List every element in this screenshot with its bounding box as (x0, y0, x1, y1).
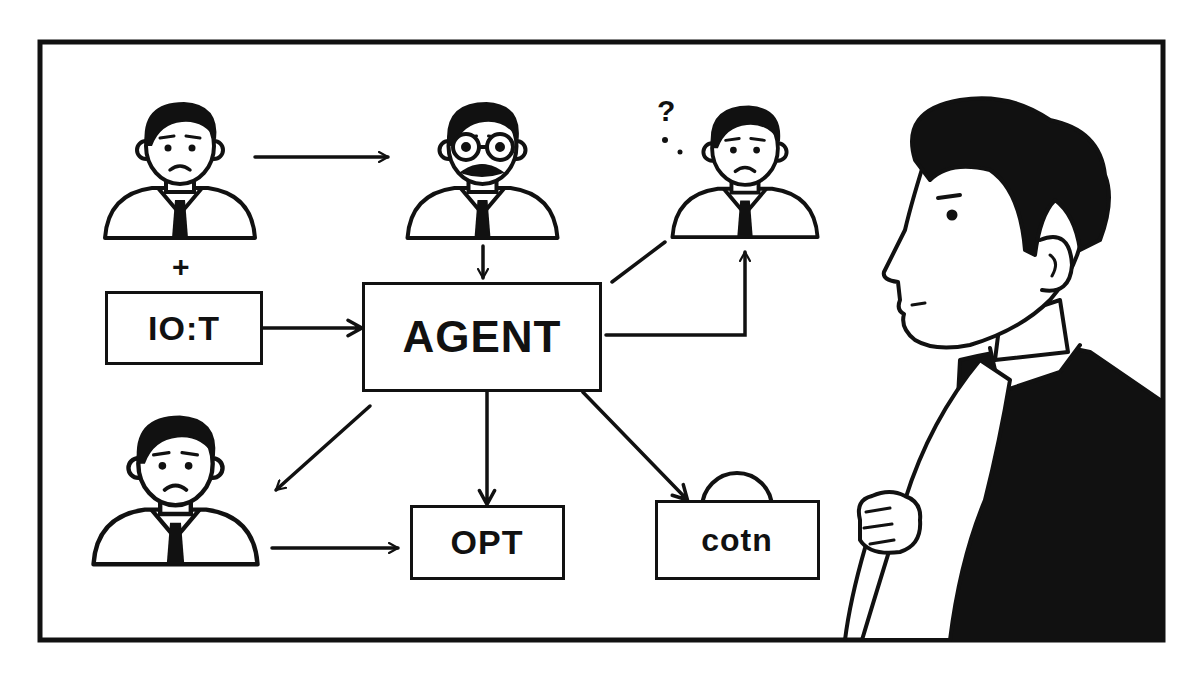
frame (40, 42, 1163, 640)
box-label: OPT (449, 523, 526, 562)
person (93, 416, 257, 565)
arrow-connector (263, 320, 362, 335)
symbol-label: + (172, 250, 190, 284)
process-box: AGENT (362, 282, 602, 392)
box-label: cotn (699, 522, 775, 559)
process-box: IO:T (105, 291, 263, 365)
person (672, 106, 817, 238)
glasses-mustache (453, 134, 513, 175)
box-label: IO:T (146, 309, 222, 348)
observer-man (845, 98, 1160, 640)
arrow-connector (583, 392, 688, 500)
arrow-connector (479, 392, 494, 505)
person (408, 102, 558, 238)
process-box: OPT (410, 505, 565, 580)
box-label: AGENT (401, 312, 564, 362)
symbol-label: ? (657, 94, 675, 128)
process-box: cotn (655, 500, 820, 580)
person (105, 102, 255, 238)
question-dots (662, 137, 683, 155)
person-arrows (255, 157, 745, 548)
